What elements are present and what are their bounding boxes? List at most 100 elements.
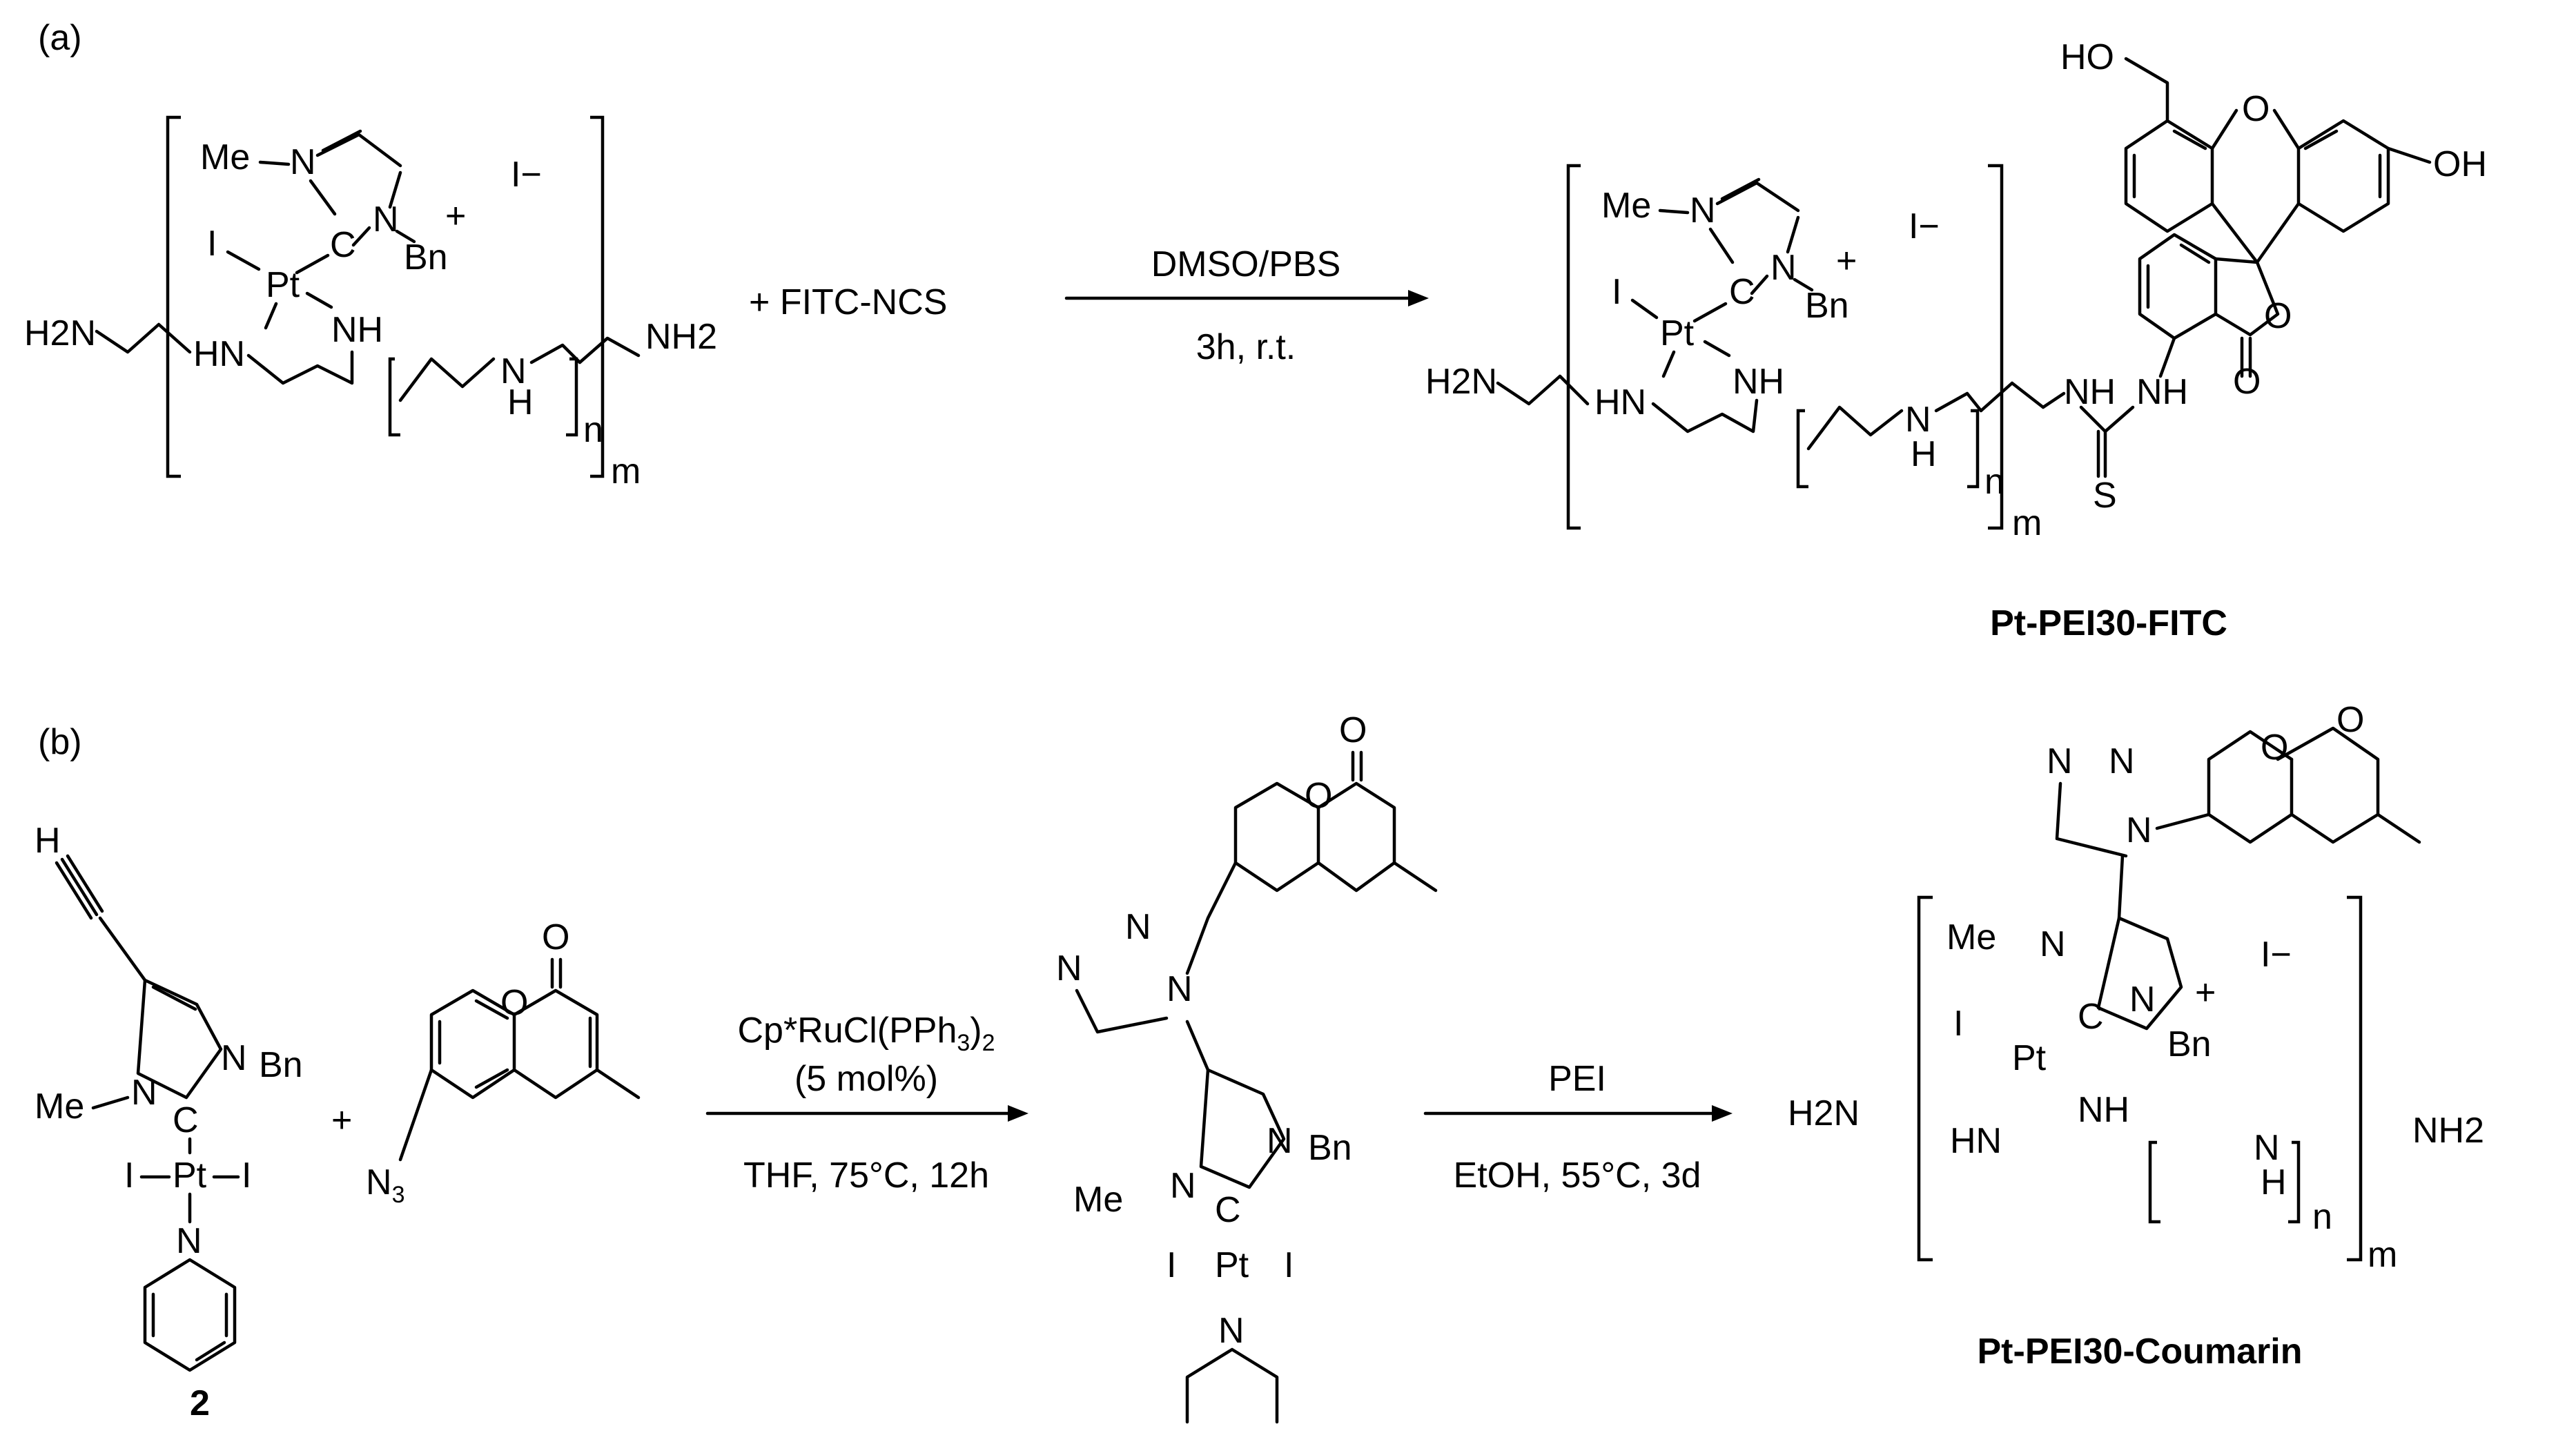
condition-a-solvent: DMSO/PBS xyxy=(1151,244,1341,284)
coumarin-ring-o: O xyxy=(500,983,528,1023)
thiourea-sulfur: S xyxy=(2093,476,2117,516)
carbonyl-o: O xyxy=(2233,362,2261,402)
platinum-center: Pt xyxy=(1215,1245,1249,1285)
nh-ligand: NH xyxy=(1733,362,1784,402)
condition-b2: EtOH, 55°C, 3d xyxy=(1454,1156,1701,1196)
repeat-m: m xyxy=(2368,1235,2397,1275)
repeat-n: n xyxy=(583,410,603,450)
backbone-n: N xyxy=(500,351,527,391)
complex-2-structure: H N N Me Bn C I Pt I N xyxy=(35,821,303,1372)
iodo-right: I xyxy=(1284,1245,1294,1285)
azidocoumarin-structure: O O N3 xyxy=(366,917,641,1208)
imidazole-n1: N xyxy=(1690,191,1716,231)
condition-b1: THF, 75°C, 12h xyxy=(743,1156,989,1196)
imidazole-n3: N xyxy=(221,1038,247,1078)
xanthene-o: O xyxy=(2242,89,2270,129)
iodo-ligand: I xyxy=(207,224,217,264)
h2n-terminal: H2N xyxy=(24,313,96,353)
plus-charge: + xyxy=(2195,973,2216,1013)
product-label-coumarin: Pt-PEI30-Coumarin xyxy=(1978,1332,2303,1372)
imidazole-n1: N xyxy=(131,1073,157,1113)
catalyst-label: Cp*RuCl(PPh3)2 xyxy=(737,1011,995,1056)
methyl-label: Me xyxy=(1601,186,1651,226)
triazole-n1: N xyxy=(2126,810,2152,850)
triazole-n2: N xyxy=(2109,741,2135,781)
azide-group: N3 xyxy=(366,1162,404,1208)
imidazole-n1: N xyxy=(1170,1166,1196,1206)
carbene-c: C xyxy=(1215,1190,1241,1230)
hn-ligand: HN xyxy=(1594,382,1646,422)
imidazole-n3: N xyxy=(1770,248,1797,288)
triazole-intermediate-structure: O O N N N N N Me Bn C I Pt I N xyxy=(1056,710,1438,1424)
iodide-anion: I− xyxy=(2261,935,2292,975)
imidazole-n3: N xyxy=(1267,1121,1293,1161)
iodo-left: I xyxy=(124,1156,134,1196)
alkyne-h: H xyxy=(35,821,61,861)
plus-charge: + xyxy=(1836,241,1857,281)
imidazole-n3: N xyxy=(2129,979,2156,1020)
nh-ligand: NH xyxy=(2078,1090,2129,1130)
hydroxyl-right: OH xyxy=(2433,144,2487,184)
imidazole-n1: N xyxy=(290,142,316,182)
benzyl-label: Bn xyxy=(1805,286,1849,326)
pyridine-n: N xyxy=(176,1221,202,1261)
pt-pei30-coumarin-structure: O O N N N N N Me Bn + I− C I Pt H2N HN N… xyxy=(1788,700,2484,1275)
platinum-center: Pt xyxy=(173,1156,207,1196)
catalyst-loading: (5 mol%) xyxy=(794,1059,938,1099)
carbene-c: C xyxy=(173,1100,199,1140)
backbone-n: N xyxy=(1905,400,1931,440)
repeat-n: n xyxy=(2312,1197,2332,1237)
panel-a-label: (a) xyxy=(38,18,82,58)
benzyl-label: Bn xyxy=(259,1045,303,1085)
methyl-label: Me xyxy=(1946,917,1996,957)
hn-ligand: HN xyxy=(1950,1121,2002,1161)
nh-ligand: NH xyxy=(331,310,383,350)
carbene-c: C xyxy=(2078,997,2104,1037)
backbone-h: H xyxy=(507,382,534,422)
reaction-arrow-b2: PEI EtOH, 55°C, 3d xyxy=(1423,1059,1733,1196)
benzyl-label: Bn xyxy=(404,237,448,277)
reaction-arrow-b1: Cp*RuCl(PPh3)2 (5 mol%) THF, 75°C, 12h xyxy=(705,1011,1028,1196)
iodide-anion: I− xyxy=(511,155,542,195)
imidazole-n1: N xyxy=(2040,924,2066,964)
thiourea-nh-left: NH xyxy=(2064,372,2116,412)
methyl-label: Me xyxy=(1073,1180,1123,1220)
iodo-ligand: I xyxy=(1612,272,1621,312)
lactone-o: O xyxy=(2264,296,2292,336)
backbone-n: N xyxy=(2254,1128,2280,1168)
triazole-n3: N xyxy=(2047,741,2073,781)
methyl-label: Me xyxy=(35,1086,84,1127)
pt-pei30-fitc-structure: Me N N C Bn + I− I Pt NH HN H2N N H n m xyxy=(1425,37,2487,543)
coumarin-ring-o: O xyxy=(1305,776,1332,816)
complex-2-label: 2 xyxy=(190,1383,210,1423)
iodo-right: I xyxy=(242,1156,251,1196)
carbene-c: C xyxy=(1729,272,1755,312)
coumarin-carbonyl-o: O xyxy=(542,917,569,957)
pt-pei-polymer-a: Me N N C Bn + I− I Pt NH HN H2N N H n NH… xyxy=(24,115,717,491)
backbone-h: H xyxy=(2261,1162,2287,1202)
backbone-h: H xyxy=(1911,434,1937,474)
reagent-pei: PEI xyxy=(1548,1059,1606,1099)
hydroxyl-left: HO xyxy=(2060,37,2114,77)
coumarin-carbonyl-o: O xyxy=(1339,710,1367,750)
reagent-fitc: + FITC-NCS xyxy=(749,282,947,322)
plus-sign-b: + xyxy=(331,1100,352,1140)
nh2-terminal: NH2 xyxy=(645,317,717,357)
carbene-c: C xyxy=(330,225,356,265)
triazole-n1: N xyxy=(1167,969,1193,1009)
coumarin-ring-o: O xyxy=(2261,728,2288,768)
platinum-center: Pt xyxy=(1660,313,1695,353)
triazole-n3: N xyxy=(1056,948,1082,988)
benzyl-label: Bn xyxy=(1308,1128,1352,1168)
repeat-m: m xyxy=(611,451,641,491)
condition-a-time: 3h, r.t. xyxy=(1196,327,1296,367)
platinum-center: Pt xyxy=(2012,1038,2047,1078)
reaction-arrow-a: DMSO/PBS 3h, r.t. xyxy=(1064,244,1429,367)
methyl-label: Me xyxy=(200,137,250,177)
h2n-terminal: H2N xyxy=(1788,1093,1860,1133)
thiourea-nh-right: NH xyxy=(2136,372,2188,412)
product-label-fitc: Pt-PEI30-FITC xyxy=(1990,603,2227,643)
iodo-left: I xyxy=(1167,1245,1176,1285)
panel-b-label: (b) xyxy=(38,722,82,762)
